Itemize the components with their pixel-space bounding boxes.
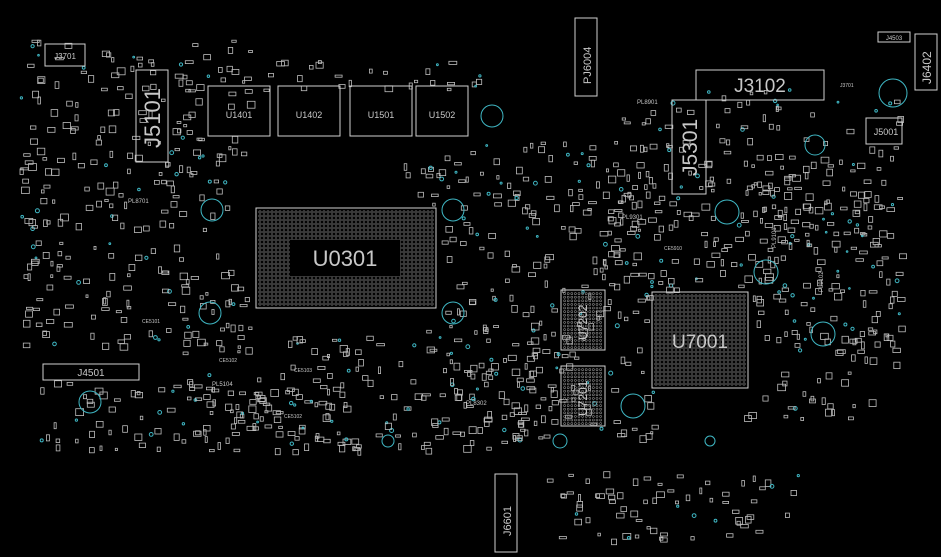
j4501-outline [42, 363, 140, 381]
u0301-outline [255, 207, 437, 309]
u7202-outline [560, 289, 606, 351]
ce5102b-label[interactable]: CE5102 [284, 414, 302, 420]
j3701b-label[interactable]: J3701 [840, 83, 854, 89]
u7201-label[interactable]: U7201 [576, 380, 590, 416]
j6402-outline [914, 33, 938, 91]
pj6004-label[interactable]: PJ6004 [582, 47, 594, 84]
pl8901-label[interactable]: PL8901 [637, 100, 658, 106]
u7001-label[interactable]: U7001 [672, 332, 728, 353]
u1401-label[interactable]: U1401 [226, 110, 253, 120]
u1402-outline [277, 85, 341, 137]
pj6004-outline [574, 17, 598, 97]
u1502-outline [415, 85, 469, 137]
u7202-label[interactable]: U7202 [576, 304, 590, 340]
j4501-label[interactable]: J4501 [77, 368, 105, 379]
pl9102-label[interactable]: PL9102 [819, 271, 825, 292]
pl5104-label[interactable]: PL5104 [212, 382, 233, 388]
component-clutter [19, 39, 908, 546]
pl9301-label[interactable]: PL9301 [622, 215, 643, 221]
u7001-ball-grid [654, 294, 746, 386]
j5001-label[interactable]: J5001 [874, 127, 899, 137]
u1501-label[interactable]: U1501 [368, 110, 395, 120]
u1502-label[interactable]: U1502 [429, 110, 456, 120]
u1501-outline [349, 85, 413, 137]
j3102-label[interactable]: J3102 [734, 76, 786, 97]
j5001-outline [865, 117, 903, 145]
u1401-outline [207, 85, 271, 137]
pl9101-label[interactable]: PL9101 [772, 227, 778, 248]
j4503-outline [877, 31, 911, 43]
u0301-label-bg [290, 240, 400, 276]
pl8302-label[interactable]: PL8302 [466, 401, 487, 407]
ce5103-label[interactable]: CE5103 [294, 368, 312, 374]
j5301-outline [671, 99, 707, 195]
j3701-label[interactable]: J3701 [54, 52, 76, 61]
ce5910-label[interactable]: CE5910 [664, 246, 682, 252]
u0301-label[interactable]: U0301 [313, 246, 378, 271]
u7201-ball-grid [563, 368, 602, 425]
j6601-outline [494, 473, 518, 553]
ce5102-label[interactable]: CE5102 [219, 358, 237, 364]
j5101-outline [135, 69, 169, 163]
u7202-ball-grid [563, 292, 602, 349]
u7201-outline [560, 365, 606, 427]
j5301-label[interactable]: J5301 [679, 119, 702, 176]
pl8701-label[interactable]: PL8701 [128, 199, 149, 205]
u7001-outline [651, 291, 749, 389]
j3102-outline [695, 69, 825, 101]
ce5101-label[interactable]: CE5101 [142, 319, 160, 325]
j6601-label[interactable]: J6601 [502, 506, 514, 536]
j6402-label[interactable]: J6402 [920, 51, 934, 84]
j3701-outline [44, 43, 86, 67]
j4503-label[interactable]: J4503 [886, 36, 903, 42]
u1402-label[interactable]: U1402 [296, 110, 323, 120]
j5101-label[interactable]: J5101 [140, 88, 165, 148]
